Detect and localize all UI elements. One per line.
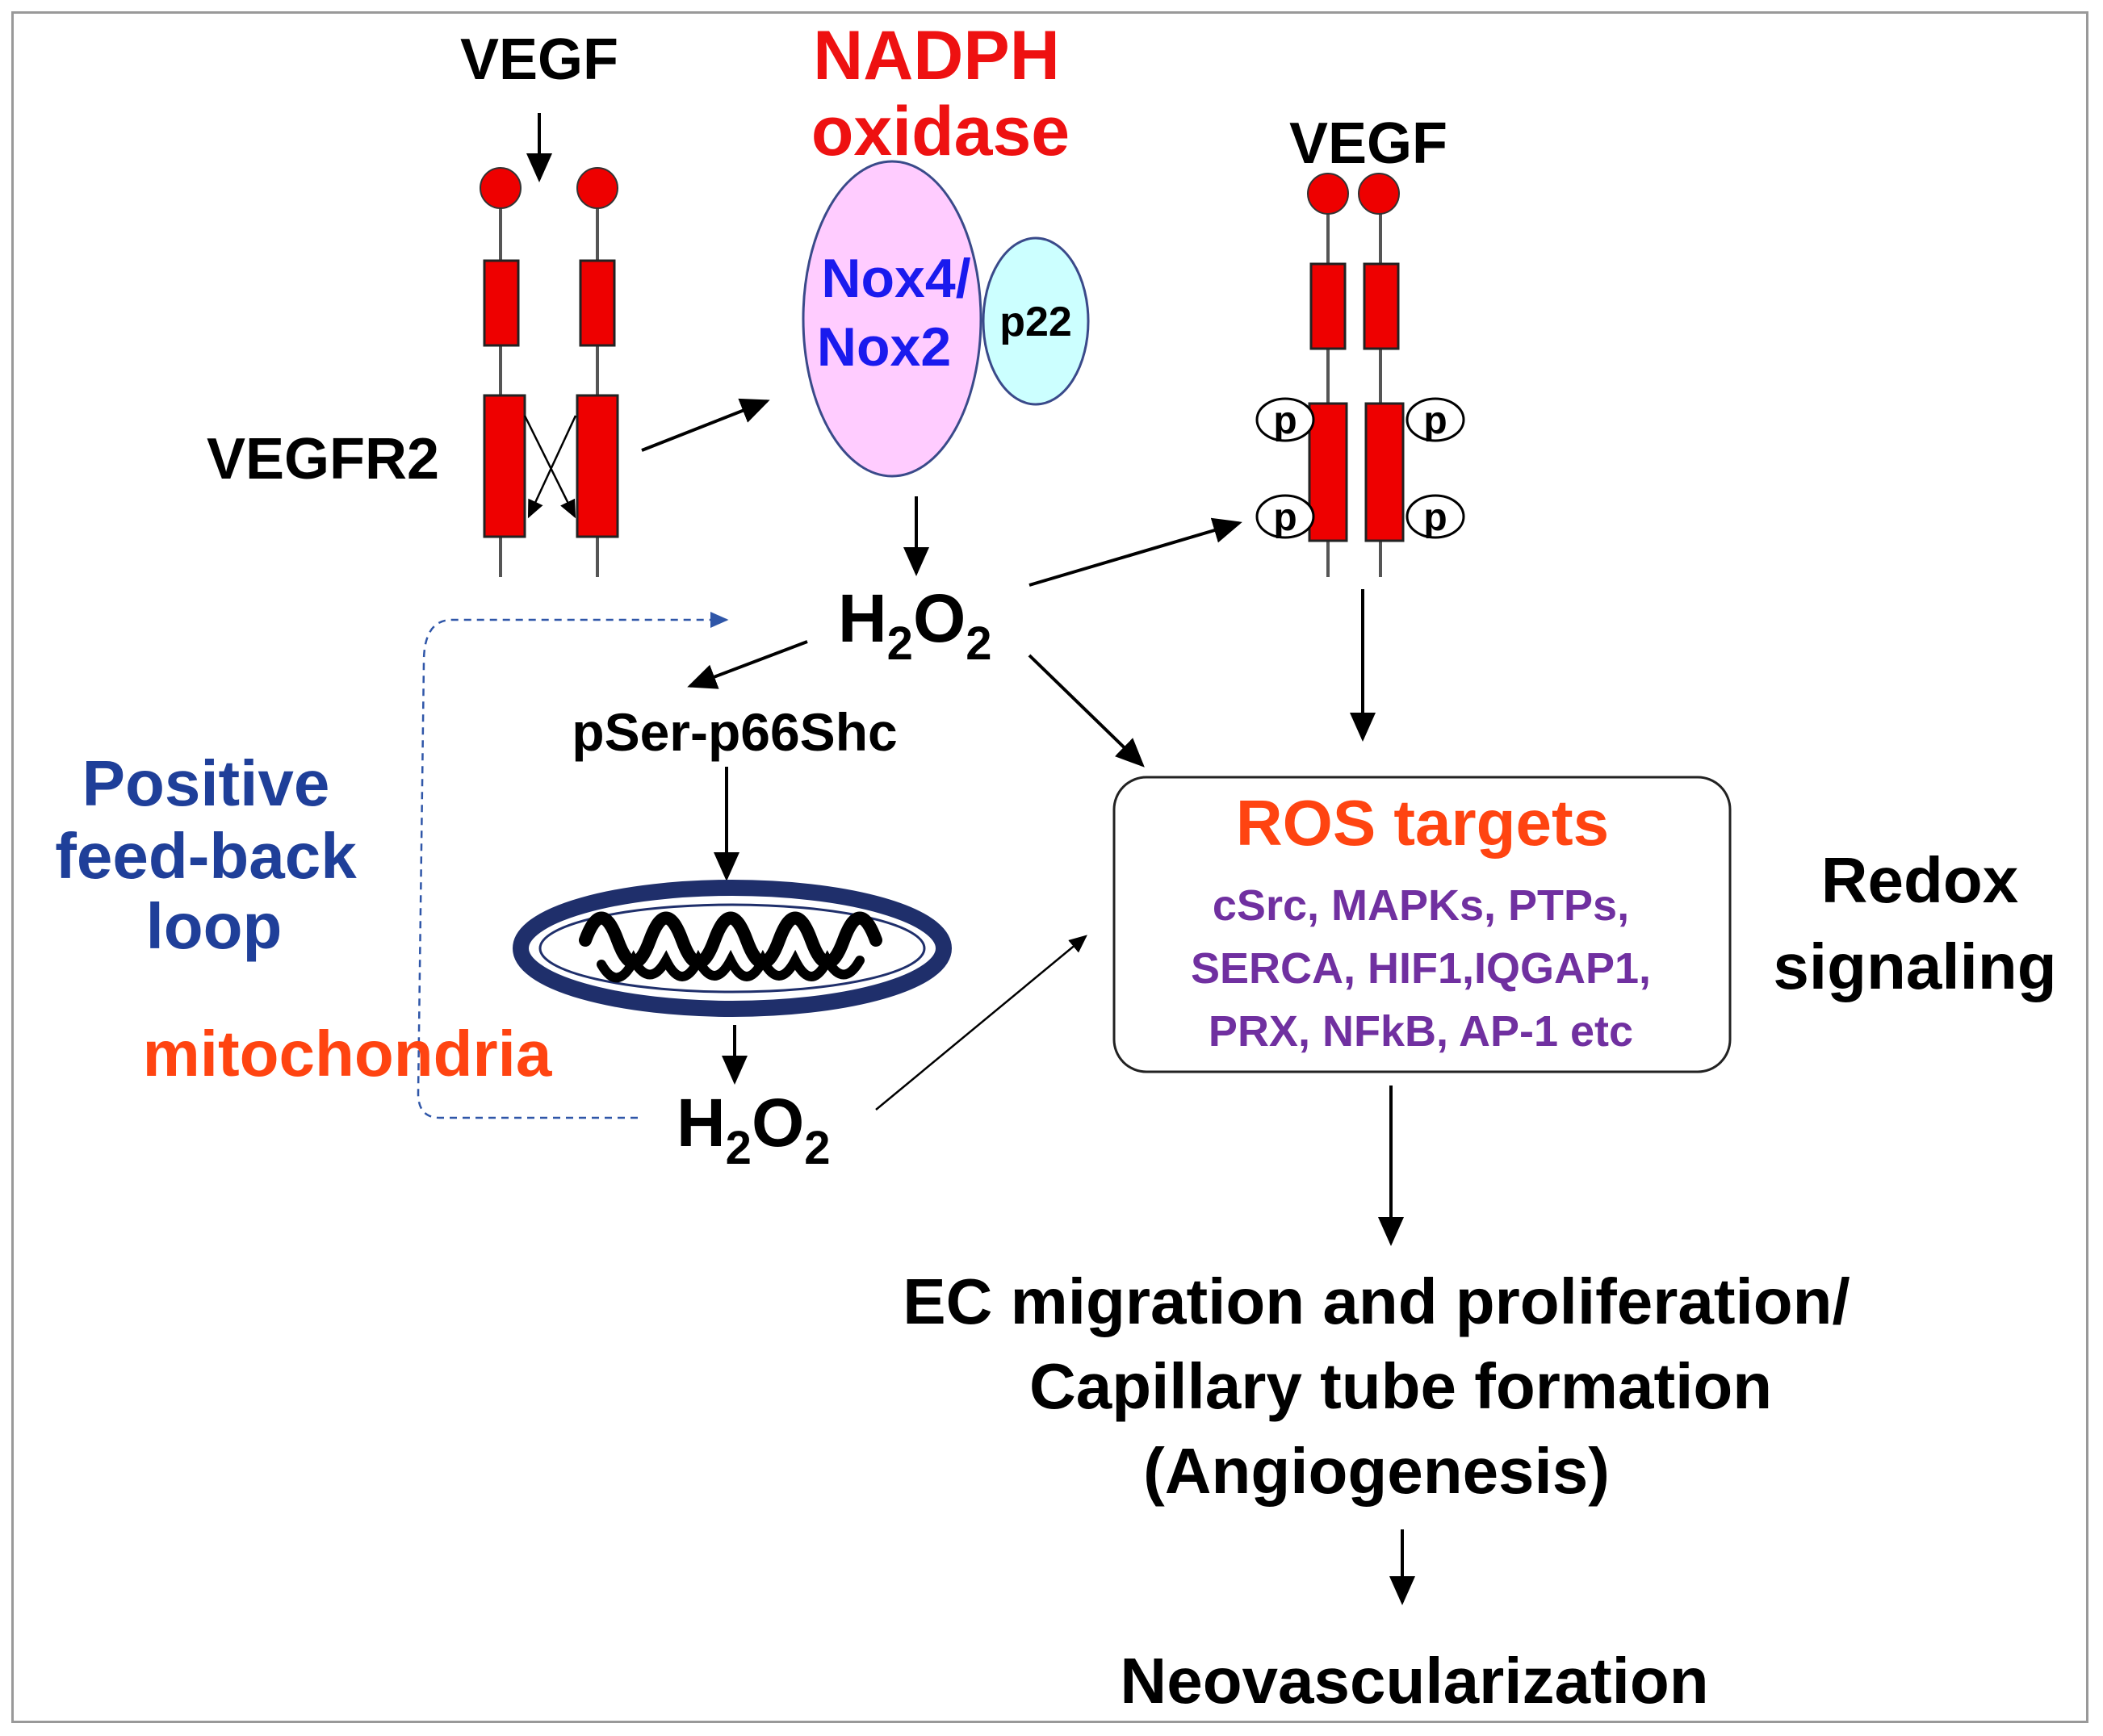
phospho-site (1255, 397, 1315, 442)
phospho-site (1405, 494, 1465, 539)
phospho-site (1405, 397, 1465, 442)
phospho-label: p (1423, 399, 1447, 442)
mitochondria-label: mitochondria (143, 1018, 552, 1090)
feedback-label-line2: feed-back (55, 820, 357, 892)
kinase-domain (1364, 402, 1405, 542)
h2o2-bottom-label: H2O2 (677, 1085, 831, 1174)
h2o2-to-receptor-arrow (1028, 517, 1242, 587)
phospho-label: p (1423, 496, 1447, 539)
nox2-label: Nox2 (817, 316, 951, 378)
ros-targets-line3: PRX, NFkB, AP-1 etc (1209, 1007, 1633, 1056)
nox4-label: Nox4/ (821, 248, 970, 309)
nox-ellipse (802, 160, 982, 478)
p22-ellipse (982, 236, 1090, 406)
phospho-site (1255, 494, 1315, 539)
vegf-ligand-dot (1307, 173, 1349, 215)
redox-label-line1: Redox (1821, 844, 2019, 916)
outcome-line2: Capillary tube formation (1029, 1350, 1772, 1422)
vegf-left-label: VEGF (460, 27, 618, 92)
oxidase-label: oxidase (811, 93, 1070, 170)
nadph-label: NADPH (813, 17, 1060, 94)
receptor-domain (483, 259, 520, 347)
redox-label-line2: signaling (1773, 931, 2056, 1002)
receptor-domain (1363, 262, 1400, 350)
feedback-label-line1: Positive (82, 747, 330, 819)
phospho-label: p (1273, 399, 1297, 442)
h2o2-top-label: H2O2 (838, 580, 992, 670)
ros-targets-line1: cSrc, MAPKs, PTPs, (1213, 881, 1629, 930)
vegf-right-label: VEGF (1289, 111, 1447, 176)
kinase-domain (576, 394, 619, 538)
ros-targets-line2: SERCA, HIF1,IQGAP1, (1191, 944, 1651, 993)
neovascularization-label: Neovascularization (1120, 1645, 1708, 1717)
vegfr2-right-receptor (1255, 173, 1465, 577)
receptor-to-nox-arrow (641, 398, 770, 452)
vegf-ligand-dot (576, 167, 618, 209)
ros-targets-box (1112, 776, 1732, 1073)
mito-h2o2-to-ros-arrow (875, 935, 1087, 1111)
h2o2-to-ros-arrow (1028, 654, 1145, 768)
phospho-label: p (1273, 496, 1297, 539)
vegf-ligand-dot (1358, 173, 1400, 215)
kinase-domain (483, 394, 526, 538)
trans-phosphorylation-arrow (527, 415, 577, 519)
receptor-domain (579, 259, 616, 347)
pser-p66shc-label: pSer-p66Shc (572, 702, 897, 762)
ros-targets-title: ROS targets (1236, 787, 1609, 859)
mitochondrion-graphic (513, 880, 952, 1017)
trans-phosphorylation-arrow (523, 415, 576, 519)
feedback-loop-arrow (417, 612, 729, 1119)
vegf-ligand-dot (480, 167, 522, 209)
outcome-line1: EC migration and proliferation/ (903, 1265, 1850, 1337)
figure-border (11, 11, 2088, 1723)
vegfr2-label: VEGFR2 (207, 427, 439, 492)
vegfr2-left-receptor (480, 167, 619, 577)
kinase-domain (1308, 402, 1348, 542)
receptor-domain (1309, 262, 1347, 350)
h2o2-to-p66shc-arrow (687, 640, 808, 689)
feedback-label-line3: loop (146, 890, 283, 962)
outcome-line3: (Angiogenesis) (1143, 1435, 1610, 1507)
p22-label: p22 (999, 299, 1072, 345)
